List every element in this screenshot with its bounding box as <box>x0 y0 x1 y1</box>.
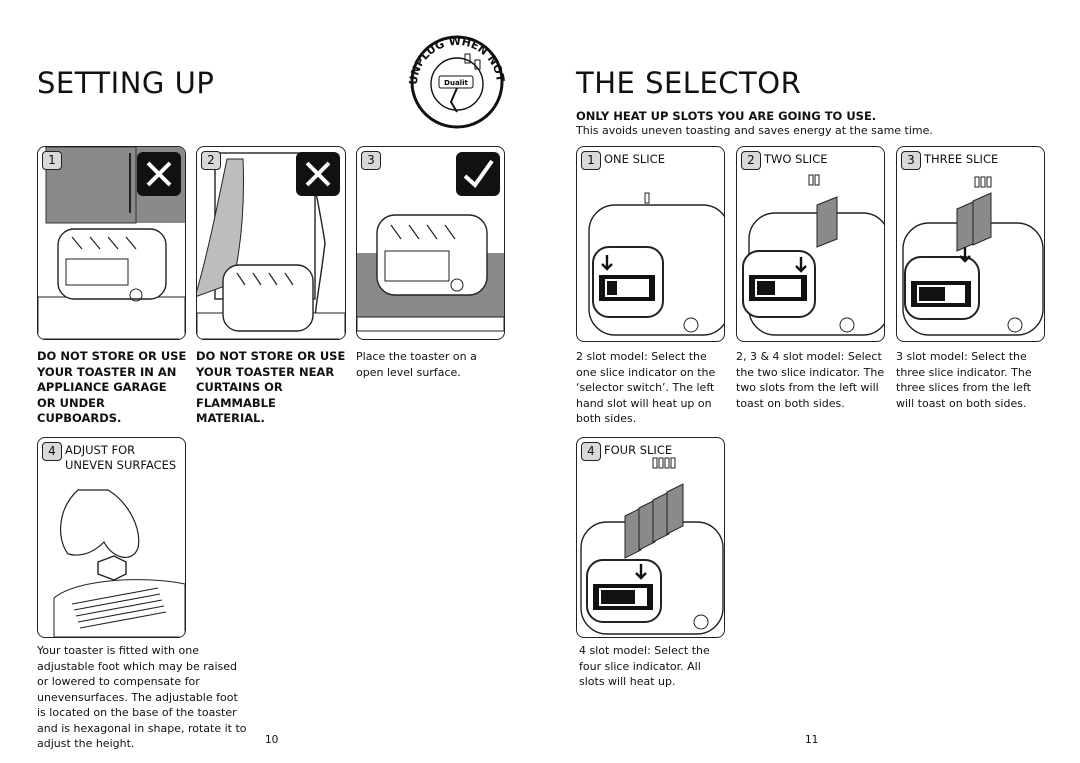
selector-panel-two-slice: 2 TWO SLICE <box>736 146 885 342</box>
selector4-description: 4 slot model: Select the four slice indi… <box>579 643 729 690</box>
selector-label: TWO SLICE <box>764 152 828 166</box>
toaster-two-slice-illustration <box>742 174 884 336</box>
model-text: Select the one slice indicator on the ‘s… <box>576 350 716 425</box>
step-number-badge: 4 <box>581 442 601 461</box>
selector-label: THREE SLICE <box>924 152 999 166</box>
step1-panel: 1 <box>37 146 186 340</box>
selector-panel-three-slice: 3 THREE SLICE <box>896 146 1045 342</box>
page-title-the-selector: THE SELECTOR <box>576 66 802 100</box>
toaster-three-slice-illustration <box>902 176 1044 336</box>
step-number-badge: 2 <box>201 151 221 170</box>
step3-panel: 3 <box>356 146 505 340</box>
cross-icon <box>137 152 181 196</box>
step4-panel: 4 ADJUST FOR UNEVEN SURFACES <box>37 437 186 638</box>
step-number-badge: 1 <box>42 151 62 170</box>
step-number-badge: 3 <box>901 151 921 170</box>
model-label: 2, 3 & 4 slot model: <box>736 350 845 363</box>
adjust-foot-illustration <box>53 489 185 637</box>
step4-label: ADJUST FOR UNEVEN SURFACES <box>65 443 177 472</box>
model-label: 4 slot model: <box>579 644 651 657</box>
selector-subtitle: ONLY HEAT UP SLOTS YOU ARE GOING TO USE. <box>576 109 877 123</box>
cross-icon <box>296 152 340 196</box>
selector2-description: 2, 3 & 4 slot model: Select the two slic… <box>736 349 886 411</box>
step3-instruction-text: Place the toaster on a open level surfac… <box>356 350 477 379</box>
toaster-four-slice-illustration <box>580 457 724 635</box>
checkmark-icon <box>456 152 500 196</box>
model-text: Select the three slice indicator. The th… <box>896 350 1032 410</box>
step4-instruction-text: Your toaster is fitted with one adjustab… <box>37 644 247 750</box>
toaster-one-slice-illustration <box>588 192 724 336</box>
toaster-near-curtains-illustration <box>197 152 345 339</box>
selector-label: FOUR SLICE <box>604 443 673 457</box>
selector-panel-four-slice: 4 FOUR SLICE <box>576 437 725 638</box>
step1-warning-text: DO NOT STORE OR USE YOUR TOASTER IN AN A… <box>37 349 187 425</box>
selector-intro: This avoids uneven toasting and saves en… <box>576 124 933 137</box>
step-number-badge: 4 <box>42 442 62 461</box>
selector1-description: 2 slot model: Select the one slice indic… <box>576 349 726 427</box>
model-text: Select the two slice indicator. The two … <box>736 350 885 410</box>
unplug-badge-icon: UNPLUG WHEN NOT IN USE Dualit <box>405 30 507 129</box>
step2-warning-text: DO NOT STORE OR USE YOUR TOASTER NEAR CU… <box>196 349 346 425</box>
model-label: 2 slot model: <box>576 350 648 363</box>
step-number-badge: 2 <box>741 151 761 170</box>
step-number-badge: 1 <box>581 151 601 170</box>
step-number-badge: 3 <box>361 151 381 170</box>
selector3-description: 3 slot model: Select the three slice ind… <box>896 349 1046 411</box>
step2-panel: 2 <box>196 146 346 340</box>
badge-plug-label: Dualit <box>444 79 468 87</box>
page-number-right: 11 <box>805 734 819 746</box>
selector-panel-one-slice: 1 ONE SLICE <box>576 146 725 342</box>
model-text: Select the four slice indicator. All slo… <box>579 644 710 688</box>
page-title-setting-up: SETTING UP <box>37 66 215 100</box>
toaster-open-surface-illustration <box>357 214 504 332</box>
toaster-under-cupboard-illustration <box>38 147 185 339</box>
model-label: 3 slot model: <box>896 350 968 363</box>
selector-label: ONE SLICE <box>604 152 665 166</box>
page-number-left: 10 <box>265 734 279 746</box>
